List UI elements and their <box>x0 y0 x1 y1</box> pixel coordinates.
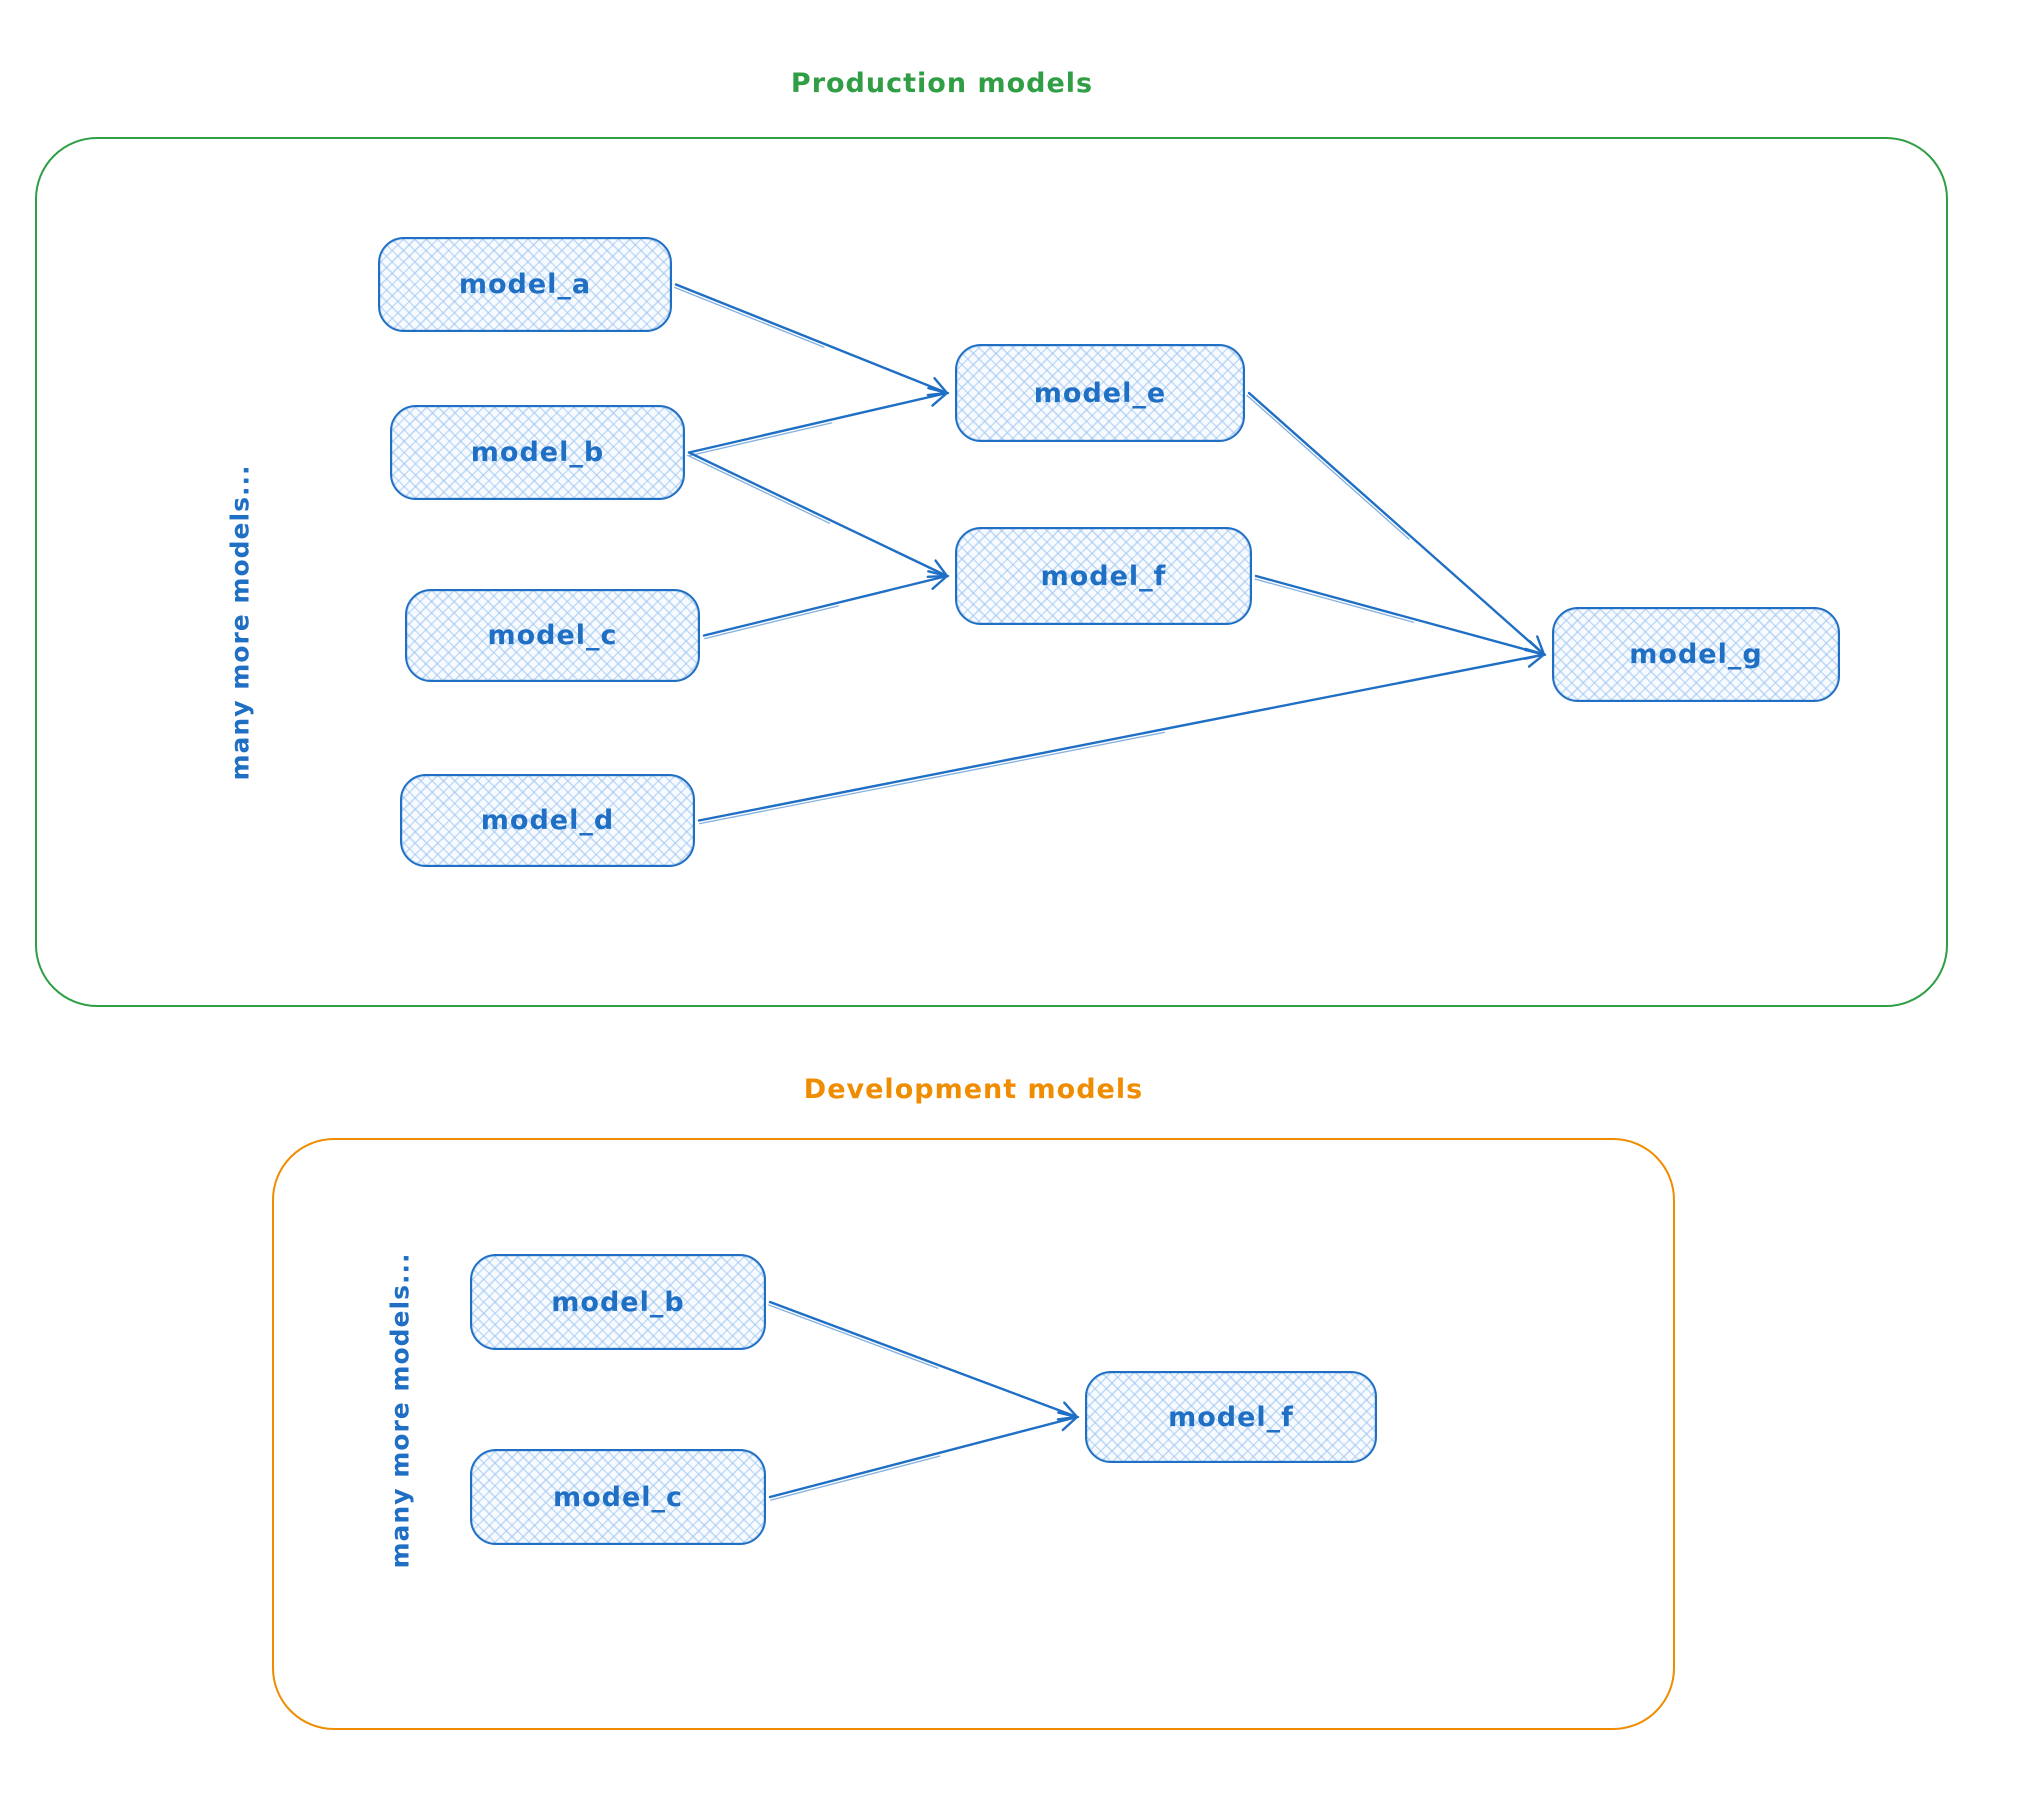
node-model-e-production[interactable]: model_e <box>955 344 1245 442</box>
node-label: model_c <box>552 1481 684 1513</box>
node-model-c-development[interactable]: model_c <box>470 1449 766 1545</box>
node-model-a-production[interactable]: model_a <box>378 237 672 332</box>
node-label: model_c <box>487 620 618 651</box>
development-title: Development models <box>803 1074 1144 1105</box>
node-model-c-production[interactable]: model_c <box>405 589 700 682</box>
development-side-note: many more models... <box>385 1252 415 1569</box>
node-label: model_d <box>480 805 615 836</box>
node-model-b-production[interactable]: model_b <box>390 405 685 500</box>
node-label: model_b <box>551 1286 685 1318</box>
node-label: model_e <box>1033 377 1167 409</box>
production-title: Production models <box>790 68 1094 99</box>
development-frame[interactable] <box>272 1138 1675 1730</box>
node-label: model_a <box>458 269 592 300</box>
node-model-d-production[interactable]: model_d <box>400 774 695 867</box>
node-model-f-production[interactable]: model_f <box>955 527 1252 625</box>
node-label: model_f <box>1168 1401 1294 1433</box>
node-label: model_b <box>470 437 605 468</box>
node-label: model_g <box>1629 639 1763 670</box>
production-frame[interactable] <box>35 137 1948 1007</box>
node-model-f-development[interactable]: model_f <box>1085 1371 1377 1463</box>
node-model-b-development[interactable]: model_b <box>470 1254 766 1350</box>
node-label: model_f <box>1040 560 1167 592</box>
production-side-note: many more models... <box>225 464 255 781</box>
node-model-g-production[interactable]: model_g <box>1552 607 1840 702</box>
